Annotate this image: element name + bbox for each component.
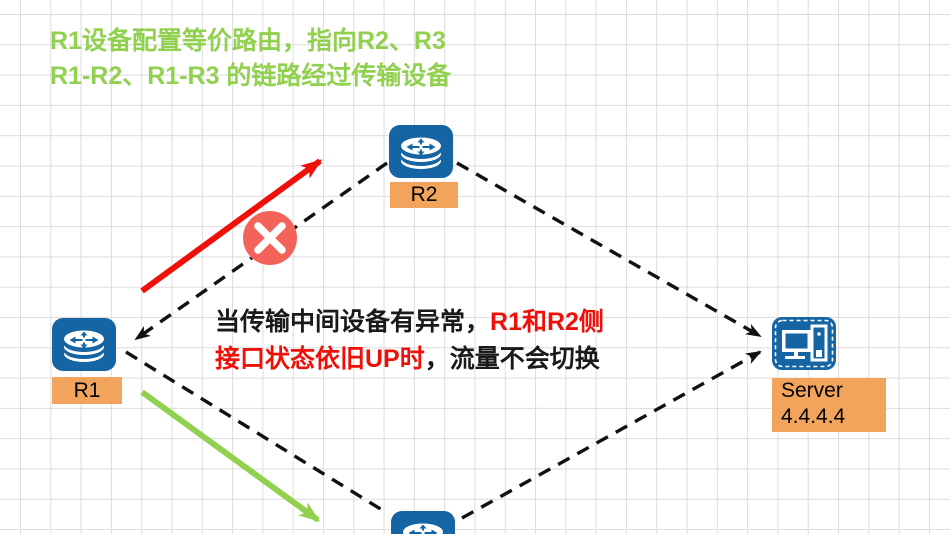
router-icon-r2	[389, 125, 453, 178]
router-icon-r1	[52, 318, 116, 371]
server-label-name: Server	[781, 379, 843, 402]
top-annotation: R1设备配置等价路由，指向R2、R3 R1-R2、R1-R3 的链路经过传输设备	[50, 24, 451, 94]
center-line2-red-text: 接口状态依旧UP时	[215, 345, 425, 373]
server-icon	[772, 317, 836, 370]
node-label-server: Server 4.4.4.4	[772, 378, 886, 432]
node-label-r1: R1	[52, 377, 122, 404]
link-r3-to-server	[461, 350, 762, 520]
failure-path-arrow	[140, 158, 323, 294]
top-annotation-line2: R1-R2、R1-R3 的链路经过传输设备	[50, 62, 452, 90]
top-annotation-line1: R1设备配置等价路由，指向R2、R3	[50, 27, 446, 55]
center-annotation: 当传输中间设备有异常，R1和R2侧 接口状态依旧UP时，流量不会切换	[215, 304, 604, 378]
fault-cross-icon	[243, 211, 297, 265]
server-label-ip: 4.4.4.4	[781, 405, 846, 428]
link-r1-to-r3	[125, 350, 388, 515]
node-label-r2: R2	[390, 182, 458, 208]
center-annotation-line1: 当传输中间设备有异常，R1和R2侧	[215, 304, 604, 341]
center-annotation-line2: 接口状态依旧UP时，流量不会切换	[215, 341, 604, 378]
center-line2-black-text: ，流量不会切换	[424, 345, 600, 373]
backup-path-arrow	[140, 389, 321, 523]
center-line1-red-text: R1和R2侧	[490, 308, 604, 336]
link-r2-to-server	[456, 161, 762, 338]
link-r2-to-r1	[134, 161, 388, 341]
router-icon-r3	[391, 511, 455, 534]
center-line1-black-text: 当传输中间设备有异常，	[215, 308, 491, 336]
